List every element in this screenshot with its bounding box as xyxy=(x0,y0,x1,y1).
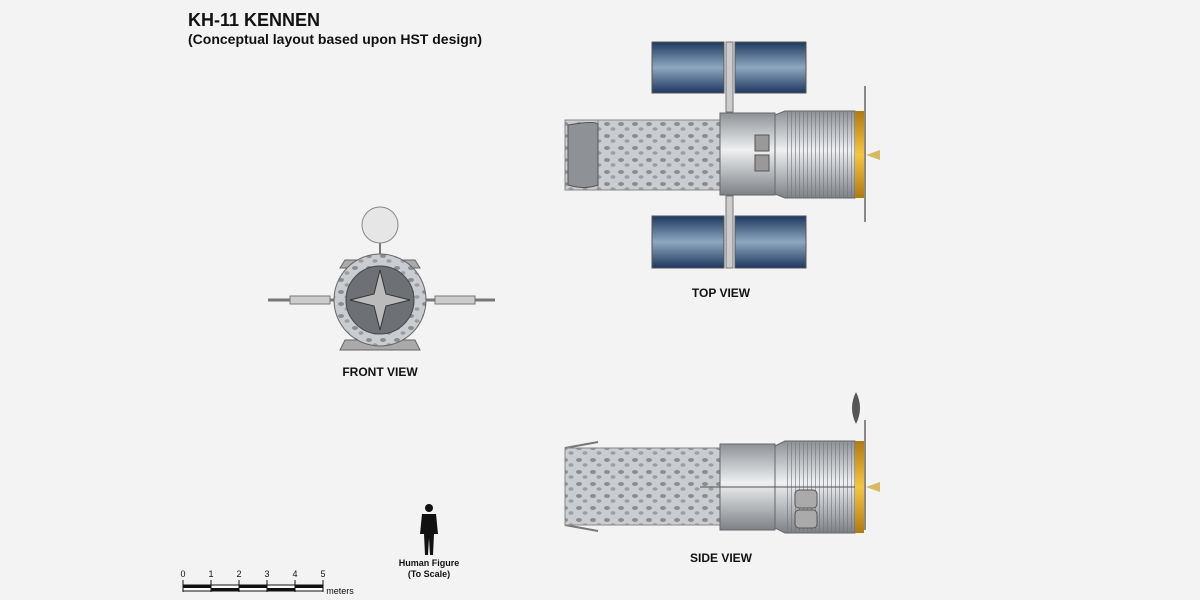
side-view-label: SIDE VIEW xyxy=(689,551,753,565)
scale-tick-label: 0 xyxy=(180,569,186,579)
scale-tick-label: 2 xyxy=(236,569,242,579)
scale-bar xyxy=(182,580,324,592)
human-figure-line1: Human Figure xyxy=(398,558,460,568)
human-figure-line2: (To Scale) xyxy=(407,569,451,579)
scale-unit-label: meters xyxy=(326,586,354,596)
front-view-label: FRONT VIEW xyxy=(342,365,418,379)
scale-tick-label: 1 xyxy=(208,569,214,579)
scale-tick-label: 3 xyxy=(264,569,270,579)
top-view-label: TOP VIEW xyxy=(691,286,751,300)
front-view-drawing xyxy=(268,206,495,351)
scale-tick-label: 5 xyxy=(320,569,326,579)
top-view-drawing xyxy=(564,41,880,269)
human-figure-icon xyxy=(420,504,438,555)
page-subtitle: (Conceptual layout based upon HST design… xyxy=(188,31,483,47)
side-view-drawing xyxy=(564,392,880,534)
page-title: KH-11 KENNEN xyxy=(188,10,321,30)
human-figure-caption: Human Figure (To Scale) xyxy=(399,558,460,580)
scale-tick-label: 4 xyxy=(292,569,298,579)
